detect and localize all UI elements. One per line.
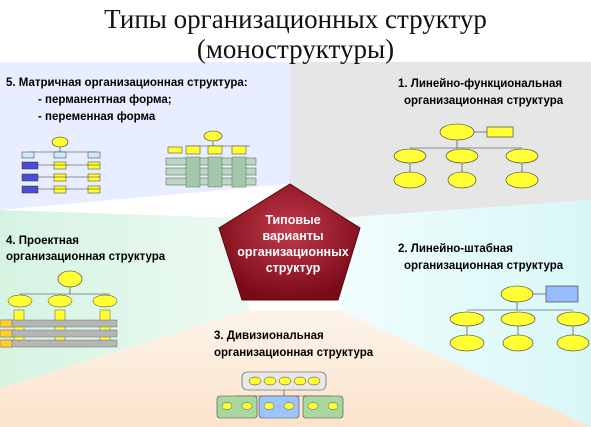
linear-functional-subheading: организационная структура (404, 95, 564, 107)
center-label-line: варианты (262, 229, 324, 243)
linear-functional-heading: 1. Линейно-функциональная (398, 78, 563, 90)
linear-staff-heading: 2. Линейно-штабная (398, 243, 513, 255)
linear-staff-subheading: организационная структура (404, 260, 564, 272)
project-heading: 4. Проектная (6, 235, 79, 247)
matrix-permanent-label: - перманентная форма; (38, 94, 172, 106)
project-subheading: организационная структура (6, 251, 166, 263)
sector-divisional (0, 310, 591, 427)
page-title-line2: (моноструктуры) (196, 34, 395, 64)
center-pentagon (218, 183, 361, 301)
divisional-diagram (216, 371, 344, 419)
linear-functional-diagram (393, 123, 539, 189)
matrix-heading: 5. Матричная организационная структура: (6, 77, 248, 89)
linear-staff-diagram (449, 285, 590, 352)
matrix-variable-diagram (165, 130, 257, 188)
center-label: Типовые варианты организационных структу… (226, 212, 360, 276)
center-label-line: структур (265, 261, 321, 275)
project-diagram (0, 270, 118, 348)
matrix-variable-label: - переменная форма (38, 111, 156, 123)
page-title-line1: Типы организационных структур (104, 4, 487, 34)
divisional-subheading: организационная структура (214, 347, 374, 359)
center-label-line: Типовые (265, 213, 321, 227)
matrix-permanent-diagram (21, 136, 101, 194)
divisional-heading: 3. Дивизиональная (214, 330, 324, 342)
center-label-line: организационных (237, 245, 349, 259)
